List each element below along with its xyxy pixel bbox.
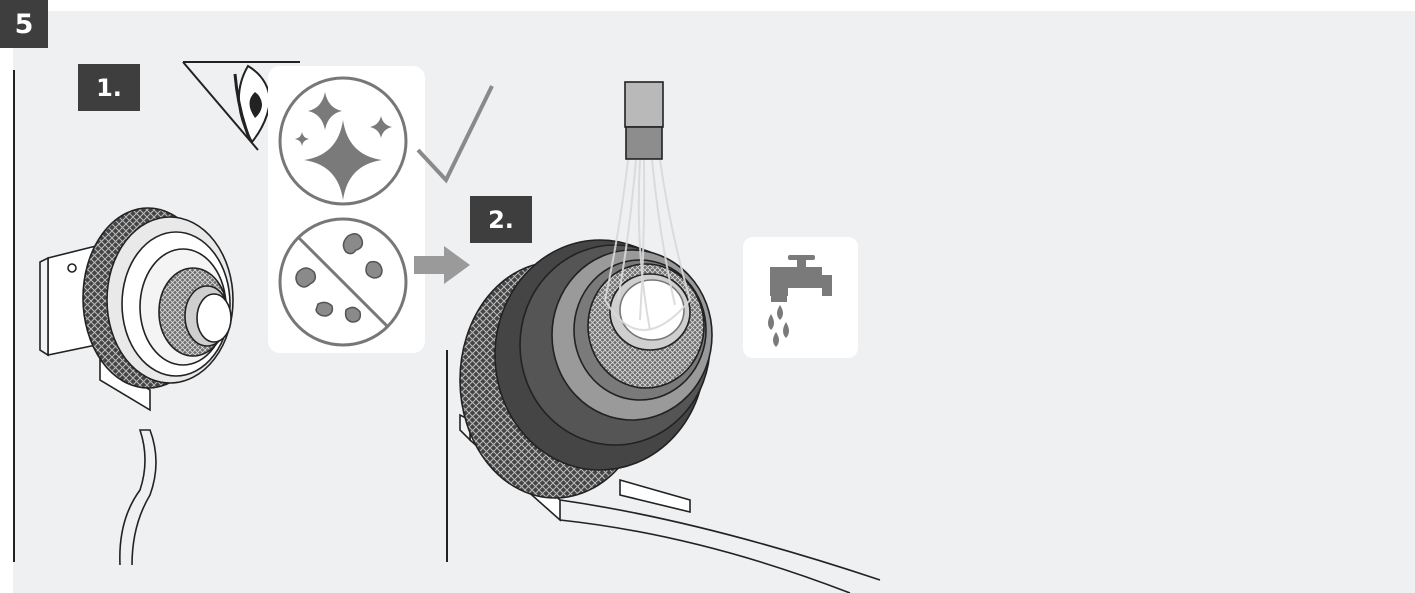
clean-sparkle-icon — [280, 78, 406, 204]
checkmark-icon — [418, 86, 492, 180]
sub-step-1-badge: 1. — [78, 64, 140, 111]
sub-step-2-badge: 2. — [470, 196, 532, 243]
connector-inspect-illustration — [40, 208, 233, 565]
dirt-particles-icon — [280, 219, 406, 345]
faucet-spout — [625, 82, 663, 159]
step-number-badge: 5 — [0, 0, 48, 48]
